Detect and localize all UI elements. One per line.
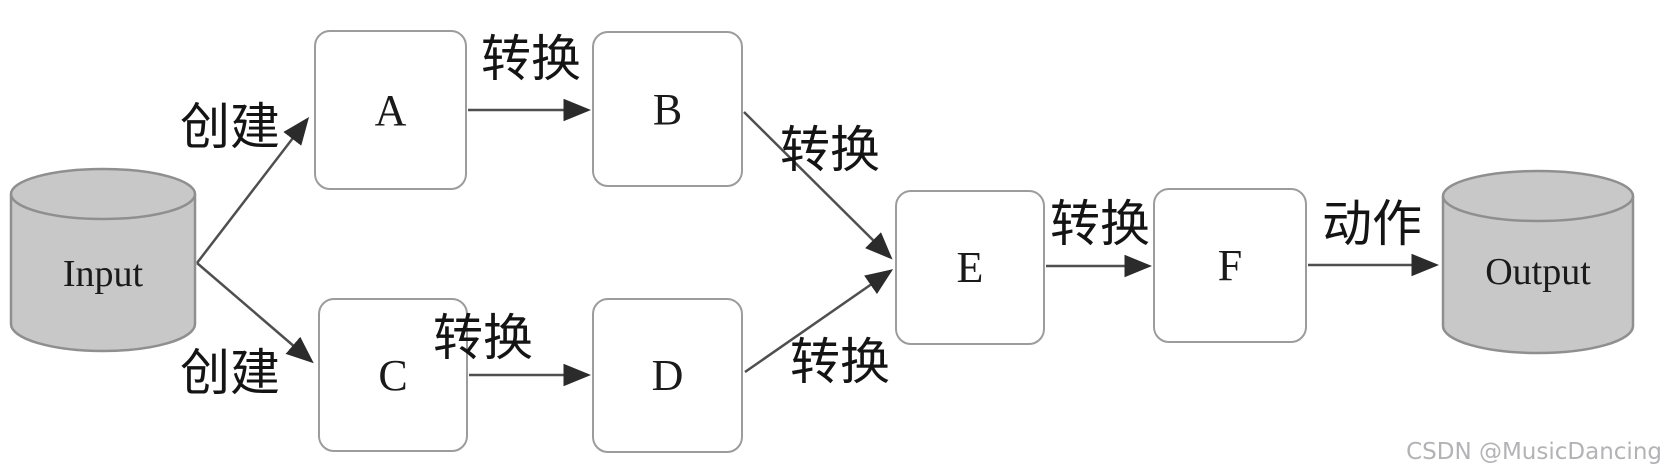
edge-label-transform-a-b: 转换 bbox=[481, 30, 581, 88]
node-f: F bbox=[1153, 188, 1307, 343]
edge-label-create-top: 创建 bbox=[180, 98, 280, 156]
node-a: A bbox=[314, 30, 467, 190]
node-output: Output bbox=[1440, 168, 1636, 358]
cylinder-shape-input bbox=[9, 167, 197, 353]
node-input: Input bbox=[8, 166, 198, 356]
node-c-label: C bbox=[378, 350, 408, 400]
edge-label-transform-c-d: 转换 bbox=[433, 309, 533, 367]
output-label: Output bbox=[1485, 251, 1591, 293]
edge-label-transform-d-e: 转换 bbox=[790, 333, 890, 391]
edge-label-action-f-output: 动作 bbox=[1322, 195, 1422, 253]
input-label: Input bbox=[62, 253, 144, 295]
node-b: B bbox=[592, 31, 743, 187]
node-d: D bbox=[592, 298, 743, 453]
edge-label-transform-b-e: 转换 bbox=[780, 121, 880, 179]
node-f-label: F bbox=[1217, 241, 1243, 290]
edge-label-create-bottom: 创建 bbox=[180, 344, 280, 402]
node-e: E bbox=[895, 190, 1045, 345]
node-b-label: B bbox=[652, 84, 683, 134]
csdn-watermark: CSDN @MusicDancing bbox=[1406, 439, 1662, 465]
node-a-label: A bbox=[374, 85, 407, 135]
node-e-label: E bbox=[956, 243, 984, 292]
node-d-label: D bbox=[651, 351, 684, 400]
cylinder-shape-output bbox=[1441, 169, 1635, 355]
node-c: C bbox=[318, 298, 468, 452]
edge-label-transform-e-f: 转换 bbox=[1050, 195, 1150, 253]
